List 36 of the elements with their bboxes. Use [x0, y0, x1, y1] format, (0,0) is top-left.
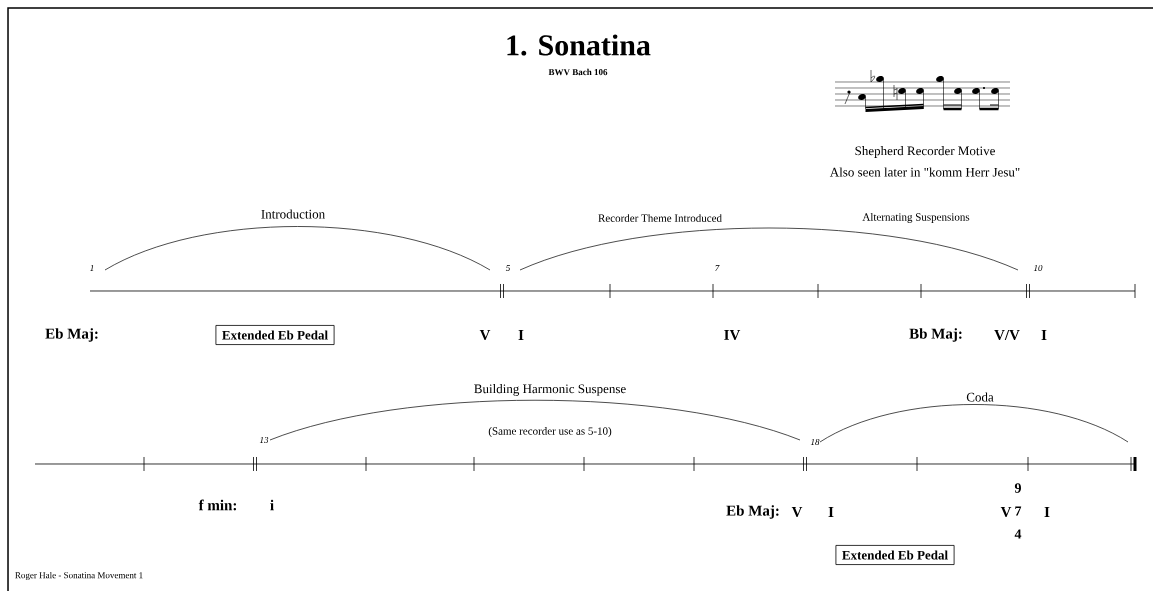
annotation-box: Extended Eb Pedal: [215, 325, 335, 345]
key-label: Bb Maj:: [909, 328, 962, 342]
chord-symbol: I: [1044, 507, 1050, 517]
chord-symbol: I: [518, 330, 524, 340]
section-label: Recorder Theme Introduced: [598, 214, 722, 222]
section-label: Introduction: [261, 209, 325, 219]
section-label: Coda: [966, 392, 994, 402]
measure-number: 10: [1033, 264, 1043, 272]
measure-number: 1: [90, 265, 94, 271]
key-label: f min:: [198, 499, 237, 511]
key-label: Eb Maj:: [45, 328, 98, 342]
key-label: Eb Maj:: [726, 505, 779, 519]
footer-text: Roger Hale - Sonatina Movement 1: [15, 571, 143, 581]
measure-number: 18: [810, 438, 820, 446]
chord-symbol: V: [791, 506, 803, 517]
chord-symbol: I: [828, 507, 834, 517]
chord-symbol: i: [270, 499, 274, 511]
chord-symbol: IV: [724, 329, 741, 340]
measure-number: 5: [505, 265, 510, 271]
figured-bass: 4: [1014, 529, 1022, 539]
subtitle: BWV Bach 106: [548, 68, 608, 76]
figured-bass: 7: [1015, 506, 1022, 516]
title: 1. Sonatina: [507, 34, 651, 56]
section-label: Alternating Suspensions: [862, 213, 970, 223]
annotation-box: Extended Eb Pedal: [835, 545, 955, 565]
measure-number: 13: [259, 436, 269, 443]
chord-symbol: V/V: [994, 329, 1020, 341]
note-text: (Same recorder use as 5-10): [488, 427, 612, 437]
caption-text: Also seen later in "komm Herr Jesu": [829, 167, 1020, 177]
chord-symbol: V: [479, 329, 491, 340]
chord-symbol: I: [1041, 330, 1047, 340]
caption-text: Shepherd Recorder Motive: [855, 146, 995, 158]
measure-number: 7: [715, 265, 720, 271]
figured-bass: 9: [1014, 483, 1021, 493]
chord-symbol: V: [1000, 506, 1012, 517]
section-label: Building Harmonic Suspense: [474, 384, 626, 396]
